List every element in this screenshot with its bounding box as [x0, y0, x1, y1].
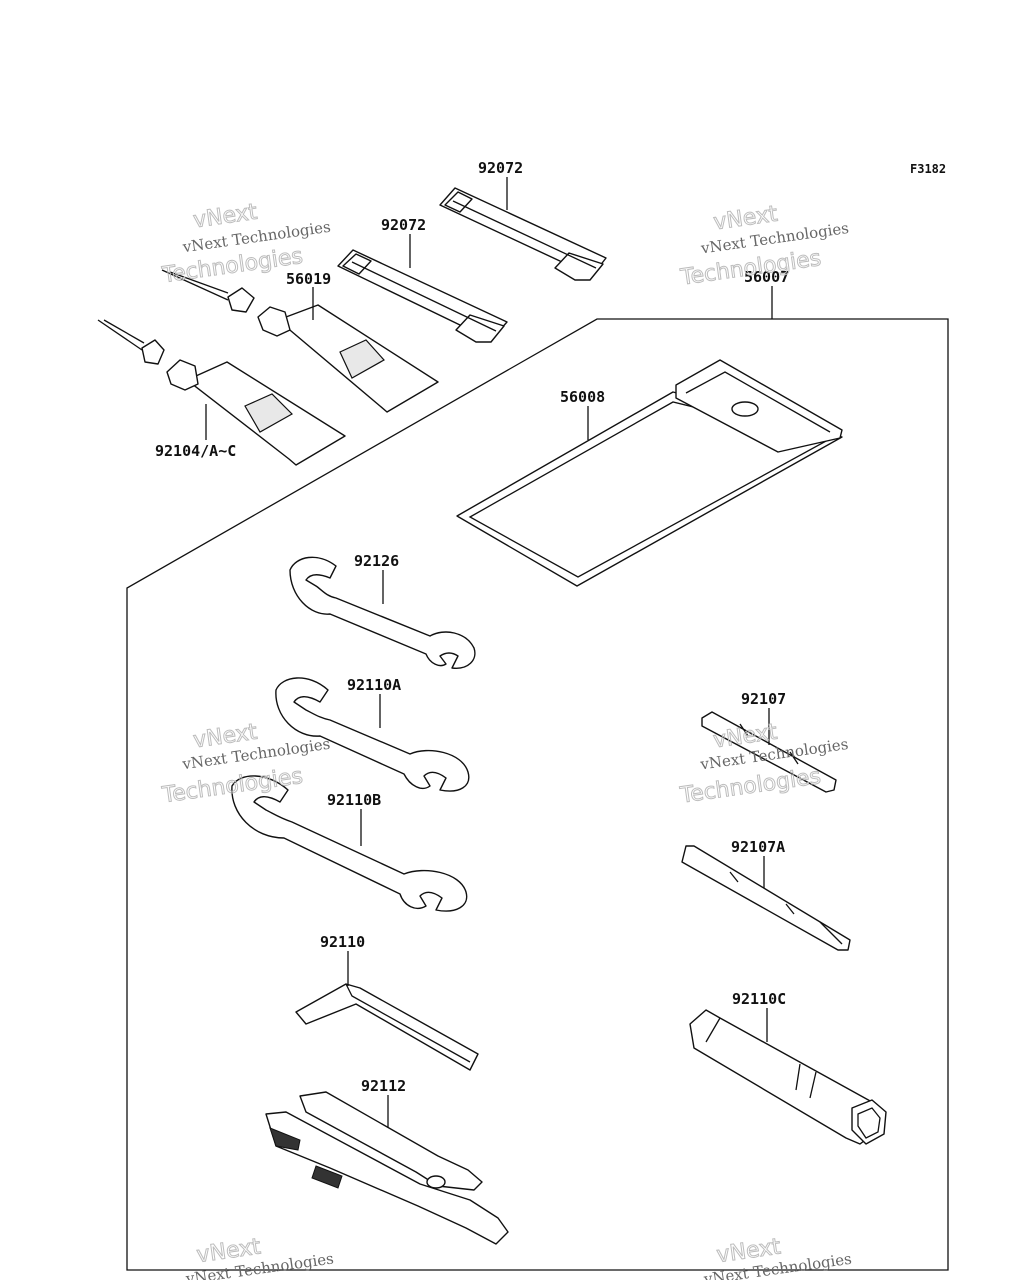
label-56007: 56007 [744, 268, 789, 286]
box-wrench-92110C[interactable] [689, 1009, 887, 1145]
label-56019: 56019 [286, 270, 331, 288]
wrench-92110B[interactable] [231, 775, 468, 912]
label-92072-top: 92072 [478, 159, 523, 177]
tube-92104[interactable] [97, 319, 346, 466]
tool-pouch-56008[interactable] [456, 359, 843, 587]
svg-text:Technologies: Technologies [160, 764, 304, 809]
figure-code: F3182 [910, 162, 946, 176]
tool-kit-outline [126, 318, 949, 1271]
wrench-92110A[interactable] [275, 677, 470, 792]
tube-56019[interactable] [161, 269, 439, 413]
hex-key-92110[interactable] [295, 983, 479, 1071]
label-92110: 92110 [320, 933, 365, 951]
label-92112: 92112 [361, 1077, 406, 1095]
label-92072-mid: 92072 [381, 216, 426, 234]
watermark-mid-right: vNext vNext Technologies Technologies [678, 719, 850, 809]
watermark-bottom-left: vNext vNext Technologies [184, 1234, 335, 1280]
watermark-bottom-right: vNext vNext Technologies [702, 1234, 853, 1280]
label-92104: 92104/A~C [155, 442, 236, 460]
screwdriver-92107[interactable] [701, 711, 837, 793]
label-92107: 92107 [741, 690, 786, 708]
watermark-top-right: vNext vNext Technologies Technologies [678, 201, 850, 291]
label-92110C: 92110C [732, 990, 786, 1008]
svg-text:Technologies: Technologies [160, 244, 304, 289]
label-56008: 56008 [560, 388, 605, 406]
strap-92072-top[interactable] [439, 187, 607, 281]
strap-92072-middle[interactable] [337, 249, 508, 343]
screwdriver-92107A[interactable] [681, 845, 851, 951]
label-92110B: 92110B [327, 791, 381, 809]
wrench-92126[interactable] [289, 556, 476, 669]
label-92107A: 92107A [731, 838, 785, 856]
svg-text:Technologies: Technologies [678, 764, 822, 809]
label-92110A: 92110A [347, 676, 401, 694]
pliers-92112[interactable] [265, 1091, 509, 1245]
label-92126: 92126 [354, 552, 399, 570]
